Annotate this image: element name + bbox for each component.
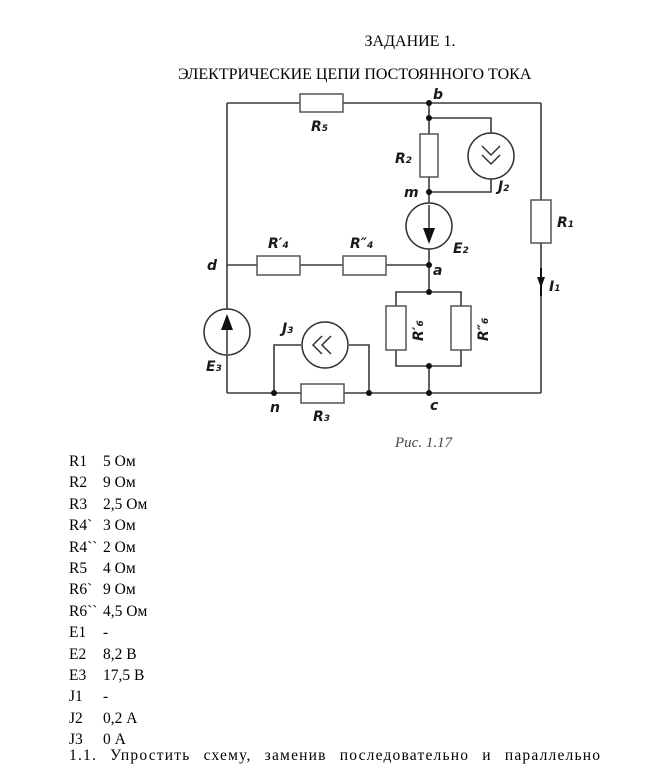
label-r3: R3 [313,409,330,425]
parameter-row: R2 9 Ом [69,472,147,493]
resistor-r4-prime [256,255,301,276]
resistor-r1 [530,199,552,244]
parameter-value: 0,2 А [103,709,138,727]
label-r4-double-prime: R″4 [350,236,373,252]
parameter-row: R5 4 Ом [69,558,147,579]
parameter-row: R4` 3 Ом [69,515,147,536]
parameter-row: J2 0,2 А [69,708,147,729]
parameter-value: - [103,624,109,642]
node-dot [426,100,432,106]
parameter-name: E3 [69,667,87,685]
parameter-value: 3 Ом [103,517,136,535]
current-source-j3-icon [301,321,349,369]
parameter-row: R4`` 2 Ом [69,537,147,558]
wire [349,344,370,393]
node-label-m: m [404,185,419,201]
node-dot [426,390,432,396]
label-e2: E2 [453,241,469,257]
label-r6-prime: R′6 [411,320,427,341]
parameter-name: R6` [69,581,93,599]
resistor-r5 [299,93,344,113]
circuit-diagram: b m a d n c R5 R2 J2 E2 R1 I1 R′4 R″4 E3… [203,87,574,451]
node-dot [426,189,432,195]
label-r4-prime: R′4 [268,236,289,252]
resistor-r6-double-prime [450,305,472,351]
parameter-value: 4 Ом [103,560,136,578]
wire [273,344,301,393]
parameter-name: J3 [69,731,83,749]
parameter-value: 9 Ом [103,581,136,599]
parameter-name: R6`` [69,602,98,620]
label-r1: R1 [557,215,574,231]
parameter-row: J1 - [69,686,147,707]
parameter-name: R3 [69,495,88,513]
wire [429,117,492,133]
parameter-row: R6`` 4,5 Ом [69,601,147,622]
section-title: ЭЛЕКТРИЧЕСКИЕ ЦЕПИ ПОСТОЯННОГО ТОКА [178,66,532,83]
arrow-up-icon [221,314,233,330]
parameter-value: 4,5 Ом [103,602,148,620]
label-r6-double-prime: R″6 [476,318,492,341]
parameter-name: J2 [69,709,83,727]
parameter-name: R1 [69,453,88,470]
node-dot [426,363,432,369]
node-dot [426,262,432,268]
node-label-d: d [207,258,218,274]
parameter-row: R3 2,5 Ом [69,494,147,515]
label-r2: R2 [395,151,412,167]
parameter-value: 9 Ом [103,474,136,492]
parameter-name: R2 [69,474,88,492]
node-dot [426,289,432,295]
parameter-value: 8,2 В [103,645,137,663]
figure-caption: Рис. 1.17 [394,435,454,451]
parameter-value: 2 Ом [103,538,136,556]
label-e3: E3 [206,359,222,375]
label-j3: J3 [279,321,293,337]
parameter-value: 0 А [103,731,126,749]
node-label-c: c [430,398,439,414]
arrow-down-icon [423,228,435,244]
parameter-name: R5 [69,560,88,578]
node-label-b: b [433,87,443,103]
node-label-a: a [433,263,442,279]
resistor-r4-double-prime [342,255,387,276]
node-dot [426,115,432,121]
node-dot [366,390,372,396]
parameter-row: E2 8,2 В [69,644,147,665]
parameter-value: 2,5 Ом [103,495,148,513]
node-label-n: n [270,400,280,416]
parameter-row: R1 5 Ом [69,451,147,472]
parameter-value: 17,5 В [103,667,145,685]
parameter-row: E3 17,5 В [69,665,147,686]
parameter-name: E1 [69,624,87,642]
parameter-list: R1 5 Ом R2 9 Ом R3 2,5 Ом R4` 3 Ом R4`` 2 Ом R5 4 О… [69,451,147,751]
parameter-row: J3 0 А [69,729,147,750]
current-arrow-icon [537,277,545,288]
parameter-row: R6` 9 Ом [69,579,147,600]
task-title: ЗАДАНИЕ 1. [364,33,456,50]
node-dot [271,390,277,396]
label-i1: I1 [549,279,560,295]
parameter-name: R4` [69,517,93,535]
label-j2: J2 [495,179,509,195]
resistor-r6-prime [385,305,407,351]
parameter-value: 5 Ом [103,453,136,470]
label-r5: R5 [311,119,328,135]
wire [429,179,492,193]
parameter-row: E1- [69,622,147,643]
task-text: 1.1. Упростить схему, заменив последоват… [69,747,602,764]
parameter-value: - [103,688,109,706]
parameter-name: R4`` [69,538,98,556]
parameter-name: J1 [69,688,83,706]
parameter-name: E2 [69,645,87,663]
resistor-r3 [300,383,345,404]
resistor-r2 [419,133,439,178]
